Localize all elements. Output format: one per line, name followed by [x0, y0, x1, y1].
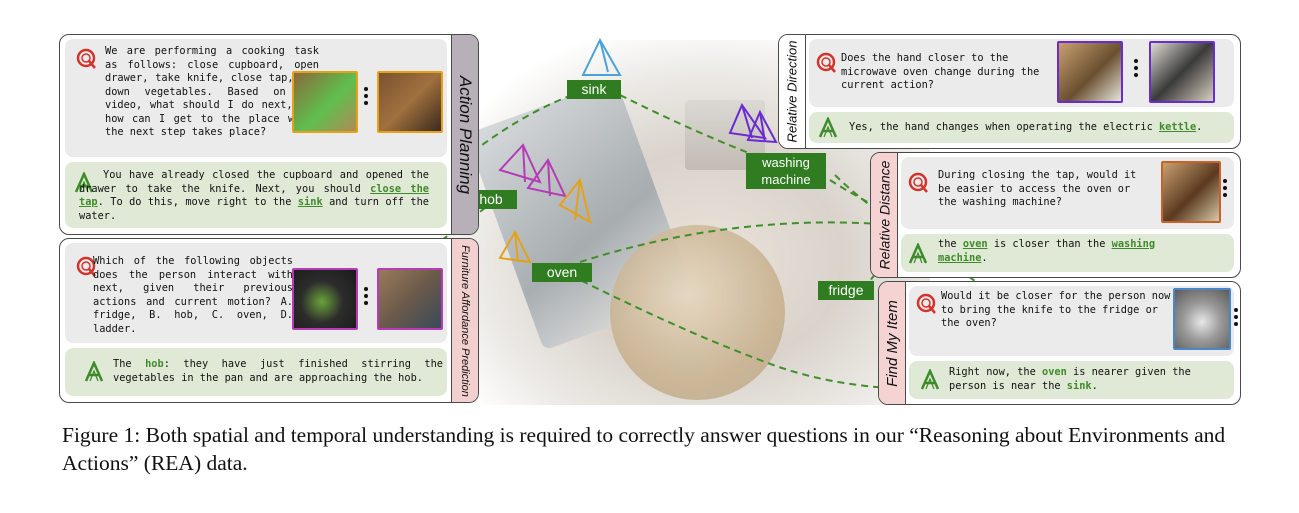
panel-relative-distance: Relative Distance During closing the tap… — [870, 152, 1241, 278]
side-label-furniture-affordance: Furniture Affordance Prediction — [451, 239, 478, 402]
answer-text-action-planning: You have already closed the cupboard and… — [79, 169, 429, 222]
label-action-planning: Action Planning — [456, 75, 476, 194]
answer-text-furniture-affordance: The hob: they have just finished stirrin… — [113, 358, 443, 384]
side-label-relative-distance: Relative Distance — [871, 153, 898, 277]
label-furniture-affordance: Furniture Affordance Prediction — [459, 244, 471, 397]
side-label-relative-direction: Relative Direction — [779, 35, 806, 148]
a-letter-icon — [818, 117, 838, 138]
answer-text-find-my-item: Right now, the oven is nearer given the … — [949, 366, 1191, 392]
tag-fridge: fridge — [818, 281, 874, 300]
thumbnail-kitchen-person — [377, 268, 443, 330]
tag-washing-machine: washing machine — [746, 153, 826, 189]
a-letter-icon — [84, 361, 104, 382]
a-letter-icon — [920, 369, 940, 390]
ellipsis-dots — [1223, 179, 1228, 200]
q-letter-icon — [76, 48, 96, 69]
label-relative-distance: Relative Distance — [876, 160, 892, 270]
thumbnail-microwave-right — [1149, 41, 1215, 103]
question-text-relative-direction: Does the hand closer to the microwave ov… — [841, 52, 1040, 91]
question-box-relative-direction: Does the hand closer to the microwave ov… — [809, 39, 1234, 107]
panel-furniture-affordance: Furniture Affordance Prediction Which of… — [59, 238, 479, 403]
question-text-relative-distance: During closing the tap, would it be easi… — [938, 169, 1137, 208]
answer-box-relative-direction: Yes, the hand changes when operating the… — [809, 112, 1234, 143]
tag-sink: sink — [567, 80, 621, 99]
thumbnail-tap — [1161, 161, 1221, 223]
panel-find-my-item: Find My Item Would it be closer for the … — [878, 281, 1241, 405]
question-text-find-my-item: Would it be closer for the person now to… — [941, 290, 1171, 329]
a-letter-icon — [74, 172, 94, 193]
tag-oven: oven — [532, 263, 592, 282]
panel-action-planning: Action Planning We are performing a cook… — [59, 34, 479, 235]
q-letter-icon — [816, 52, 836, 73]
question-box-action-planning: We are performing a cooking task as foll… — [65, 39, 447, 157]
answer-box-action-planning: You have already closed the cupboard and… — [65, 162, 447, 228]
answer-box-find-my-item: Right now, the oven is nearer given the … — [909, 361, 1234, 399]
q-letter-icon — [916, 293, 936, 314]
side-label-action-planning: Action Planning — [451, 35, 478, 234]
answer-text-relative-direction: Yes, the hand changes when operating the… — [849, 121, 1203, 133]
panel-relative-direction: Relative Direction Does the hand closer … — [778, 34, 1241, 149]
thumbnail-sink — [1173, 288, 1231, 350]
answer-box-furniture-affordance: The hob: they have just finished stirrin… — [65, 348, 447, 396]
ellipsis-dots — [364, 87, 369, 108]
ellipsis-dots — [1134, 59, 1139, 80]
question-text-action-planning: We are performing a cooking task as foll… — [105, 45, 319, 138]
question-box-find-my-item: Would it be closer for the person now to… — [909, 286, 1238, 356]
question-text-furniture-affordance: Which of the following objects does the … — [93, 255, 293, 335]
thumbnail-microwave-left — [1057, 41, 1123, 103]
thumbnail-drawer — [377, 71, 443, 133]
answer-box-relative-distance: the oven is closer than the washing mach… — [901, 234, 1234, 272]
ellipsis-dots — [364, 287, 369, 308]
figure-caption: Figure 1: Both spatial and temporal unde… — [62, 423, 1226, 475]
label-find-my-item: Find My Item — [883, 299, 901, 387]
ellipsis-dots — [1234, 308, 1239, 329]
side-label-find-my-item: Find My Item — [879, 282, 906, 404]
q-letter-icon — [908, 172, 928, 193]
scene-round-table — [610, 225, 785, 400]
thumbnail-cutting-board — [292, 71, 358, 133]
question-box-relative-distance: During closing the tap, would it be easi… — [901, 157, 1234, 229]
question-box-furniture-affordance: Which of the following objects does the … — [65, 243, 447, 343]
q-letter-icon — [76, 256, 96, 277]
thumbnail-pan — [292, 268, 358, 330]
a-letter-icon — [908, 243, 928, 264]
label-relative-direction: Relative Direction — [784, 40, 800, 143]
answer-text-relative-distance: the oven is closer than the washing mach… — [938, 238, 1156, 264]
